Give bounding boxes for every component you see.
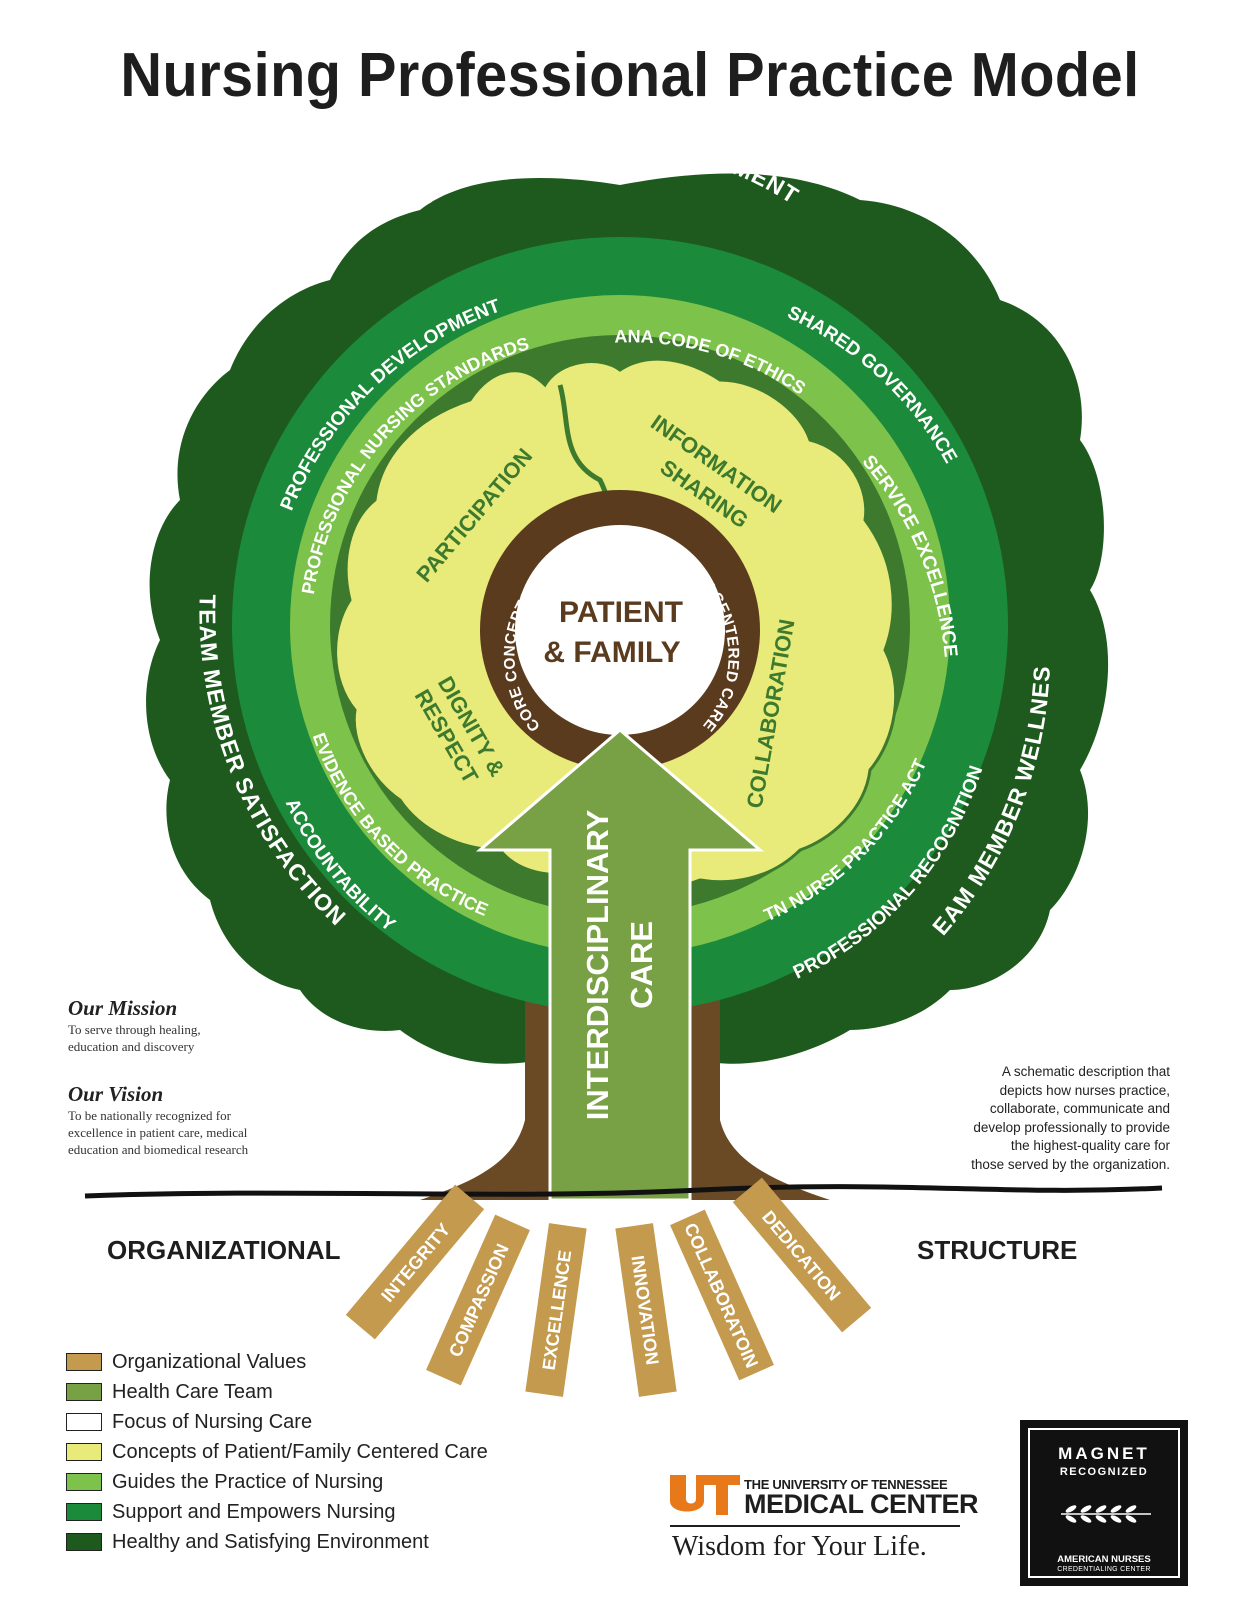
root-bar — [615, 1223, 677, 1397]
root-4: INNOVATION — [615, 1223, 677, 1397]
core-patient-label: PATIENT — [559, 596, 683, 629]
root-bar — [525, 1223, 587, 1397]
core-center — [515, 525, 725, 735]
legend-label: Concepts of Patient/Family Centered Care — [112, 1440, 488, 1463]
description-line: the highest-quality care for — [1010, 1138, 1170, 1153]
arrow-label-2: CARE — [624, 921, 659, 1009]
vision-line: To be nationally recognized for — [68, 1108, 231, 1123]
legend-swatch — [66, 1353, 102, 1371]
mission-line: To serve through healing, — [68, 1022, 201, 1037]
legend-label: Healthy and Satisfying Environment — [112, 1530, 429, 1553]
legend-item: Support and Empowers Nursing — [66, 1497, 488, 1527]
magnet-recognized-badge: MAGNET RECOGNIZED AMERICAN NURSES — [1020, 1420, 1188, 1586]
ground-line — [84, 1184, 1163, 1199]
ut-logo-line2: MEDICAL CENTER — [744, 1489, 979, 1519]
root-3: EXCELLENCE — [525, 1223, 587, 1397]
description-line: collaborate, communicate and — [989, 1101, 1170, 1116]
vision-block: Our Vision To be nationally recognized f… — [68, 1082, 248, 1158]
legend-swatch — [66, 1443, 102, 1461]
page-title: Nursing Professional Practice Model — [120, 41, 1140, 110]
root-5: COLLABORATOIN — [670, 1209, 774, 1381]
description-line: develop professionally to provide — [973, 1119, 1170, 1135]
mission-heading: Our Mission — [68, 996, 178, 1020]
legend-item: Health Care Team — [66, 1377, 488, 1407]
base-structure-label: STRUCTURE — [917, 1235, 1078, 1265]
description-line: A schematic description that — [1001, 1064, 1170, 1079]
magnet-badge-border: MAGNET RECOGNIZED AMERICAN NURSES — [1028, 1428, 1180, 1578]
legend-label: Support and Empowers Nursing — [112, 1500, 396, 1523]
legend-label: Health Care Team — [112, 1380, 273, 1403]
ut-logo-line1: THE UNIVERSITY OF TENNESSEE — [744, 1477, 948, 1492]
legend-label: Guides the Practice of Nursing — [112, 1470, 384, 1493]
legend-swatch — [66, 1383, 102, 1401]
ut-logo-tagline: Wisdom for Your Life. — [672, 1531, 927, 1562]
root-6: DEDICATION — [732, 1177, 872, 1333]
magnet-org-line2: CREDENTIALING CENTER — [1057, 1566, 1151, 1573]
vision-line: education and biomedical research — [68, 1142, 249, 1157]
legend-swatch — [66, 1503, 102, 1521]
legend-label: Organizational Values — [112, 1350, 307, 1373]
magnet-title: MAGNET — [1058, 1444, 1150, 1463]
interdisciplinary-arrow — [475, 728, 765, 1202]
legend-swatch — [66, 1533, 102, 1551]
legend-item: Healthy and Satisfying Environment — [66, 1527, 488, 1557]
mission-line: education and discovery — [68, 1039, 195, 1054]
root-bar — [426, 1214, 530, 1386]
laurel-icon — [1061, 1505, 1151, 1523]
legend-item: Focus of Nursing Care — [66, 1407, 488, 1437]
root-bar — [345, 1184, 485, 1340]
core-family-label: & FAMILY — [543, 636, 680, 669]
legend-item: Concepts of Patient/Family Centered Care — [66, 1437, 488, 1467]
legend-item: Guides the Practice of Nursing — [66, 1467, 488, 1497]
mission-block: Our Mission To serve through healing, ed… — [68, 996, 201, 1055]
legend-label: Focus of Nursing Care — [112, 1410, 313, 1433]
magnet-subtitle: RECOGNIZED — [1059, 1466, 1149, 1478]
legend-swatch — [66, 1413, 102, 1431]
base-organizational-label: ORGANIZATIONAL — [107, 1235, 341, 1265]
description-line: depicts how nurses practice, — [999, 1082, 1170, 1098]
vision-heading: Our Vision — [68, 1082, 164, 1106]
arrow-label-1: INTERDISCIPLINARY — [580, 809, 615, 1120]
root-bar — [670, 1209, 774, 1381]
ut-logo-rule — [670, 1525, 960, 1527]
magnet-org-line1: AMERICAN NURSES — [1057, 1554, 1151, 1565]
model-description: A schematic description that depicts how… — [880, 1063, 1170, 1174]
ut-logo-mark-icon — [670, 1475, 740, 1515]
root-label: DEDICATION — [758, 1207, 844, 1305]
description-line: those served by the organization. — [971, 1156, 1170, 1172]
root-label: COLLABORATOIN — [680, 1220, 762, 1371]
legend-item: Organizational Values — [66, 1347, 488, 1377]
root-bar — [732, 1177, 872, 1333]
legend-swatch — [66, 1473, 102, 1491]
vision-line: excellence in patient care, medical — [68, 1125, 248, 1140]
